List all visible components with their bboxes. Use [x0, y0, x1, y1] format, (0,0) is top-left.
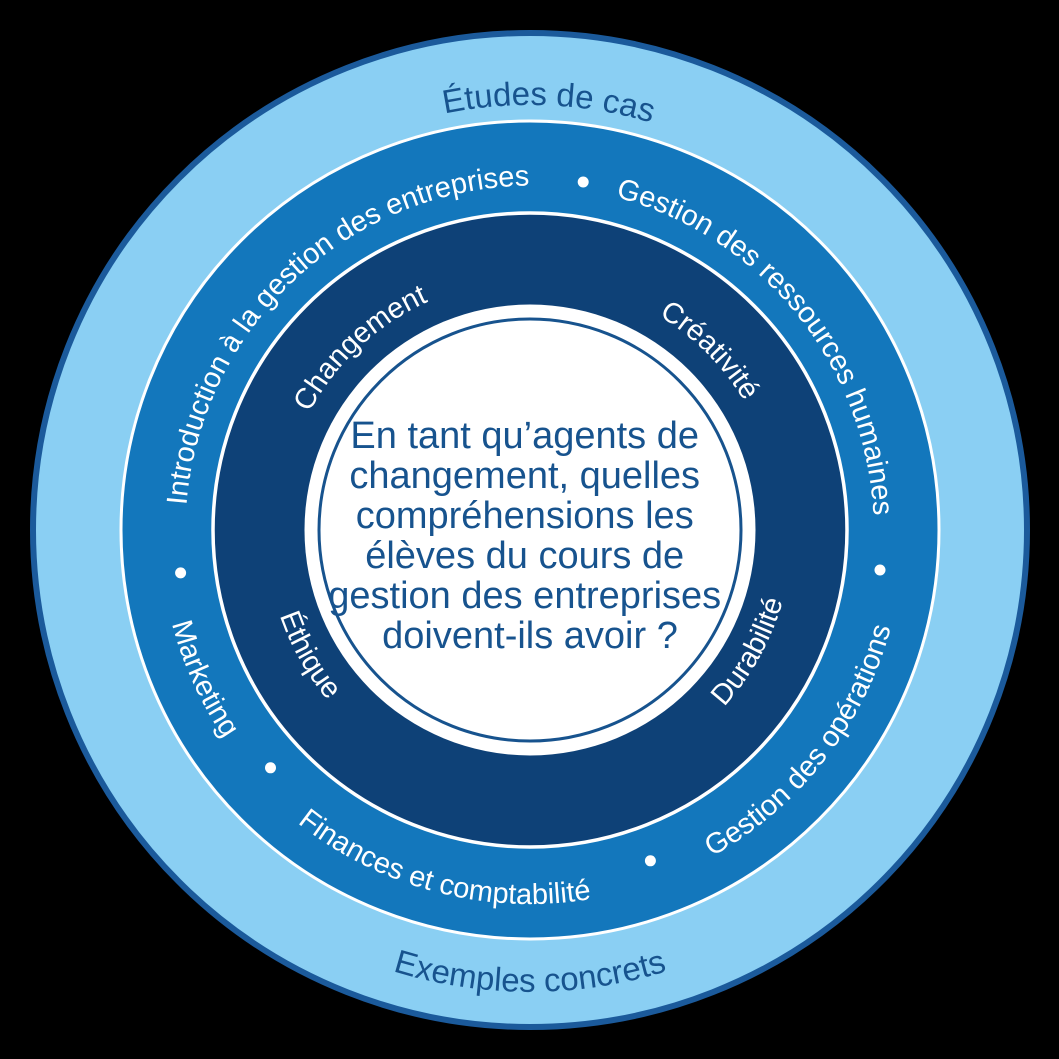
separator-dot [874, 564, 886, 576]
center-inner-border-circle [317, 317, 743, 743]
separator-dot [577, 176, 589, 188]
center-question: En tant qu’agents de changement, quelles… [328, 415, 731, 657]
center-question-line: élèves du cours de [365, 535, 684, 577]
separator-dot [175, 567, 187, 579]
center-question-line: compréhensions les [356, 495, 694, 537]
center-question-line: En tant qu’agents de [350, 415, 699, 457]
separator-dot [265, 762, 276, 774]
center-question-line: changement, quelles [349, 455, 700, 497]
center-circle [304, 304, 756, 756]
separator-dot [644, 855, 656, 867]
center-question-line: gestion des entreprises [328, 575, 721, 617]
center-question-line: doivent-ils avoir ? [382, 615, 678, 657]
